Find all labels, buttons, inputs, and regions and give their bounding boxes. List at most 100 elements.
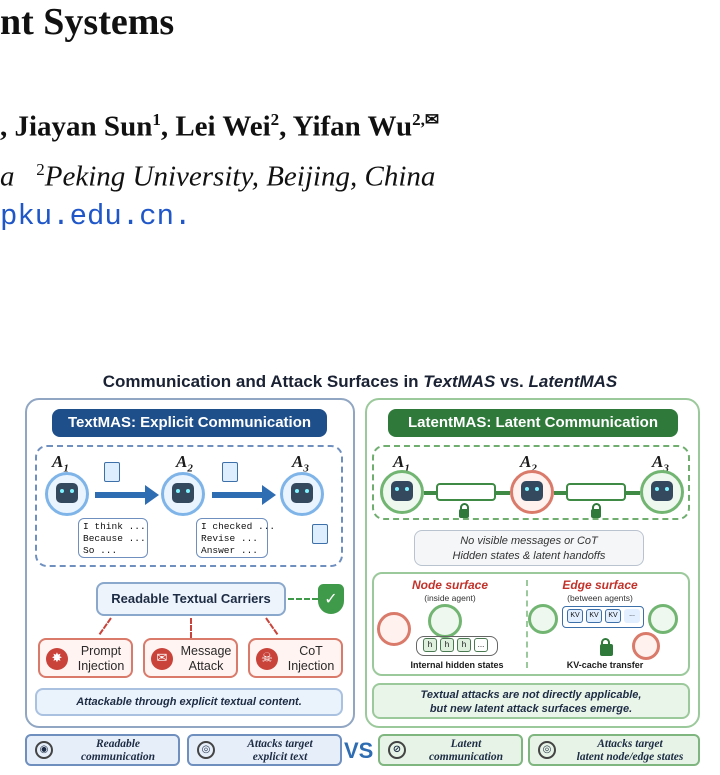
latent-link — [496, 491, 510, 495]
edge-caption: KV-cache transfer — [566, 660, 644, 670]
figure-title-mid: vs. — [495, 372, 529, 391]
footer-line: but new latent attack surfaces emerge. — [429, 703, 633, 715]
agent-note: I checked ... Revise ... Answer ... — [196, 518, 275, 558]
author-name: , Yifan Wu — [279, 110, 413, 143]
textmas-footer: Attackable through explicit textual cont… — [35, 688, 343, 716]
agent-letter: A — [393, 452, 405, 471]
agent-a2-avatar — [510, 470, 554, 514]
node-surface-sub: (inside agent) — [424, 593, 476, 603]
kv-token: KV — [605, 609, 621, 623]
affil-right: Peking University, Beijing, China — [44, 160, 436, 193]
vs-label: VS — [344, 738, 374, 763]
lock-icon — [459, 503, 469, 518]
legend-label: Readable communication — [80, 738, 156, 763]
attack-link — [190, 618, 192, 638]
agent-a1-avatar — [45, 472, 89, 516]
latentmas-panel — [365, 398, 700, 728]
legend-latent: ⊘ Latent communication — [378, 734, 523, 766]
agent-label: A1 — [52, 452, 69, 474]
agent-letter: A — [520, 452, 532, 471]
author-sup: 1 — [152, 110, 161, 129]
hidden-token: h — [457, 638, 471, 652]
node-agent-avatar — [428, 604, 462, 638]
robot-icon — [291, 483, 313, 503]
edge-surface-sub: (between agents) — [567, 593, 633, 603]
latent-link — [554, 491, 566, 495]
latent-surfaces-box — [372, 572, 690, 676]
agent-letter: A — [652, 452, 664, 471]
document-icon — [312, 524, 328, 544]
agent-label: A2 — [520, 452, 537, 474]
paper-email[interactable]: pku.edu.cn. — [0, 200, 192, 233]
agent-sub: 1 — [404, 462, 410, 475]
footer-line: Textual attacks are not directly applica… — [420, 689, 642, 701]
shield-link — [288, 598, 318, 600]
legend-label: Attacks target latent node/edge states — [576, 738, 684, 763]
hidden-token: h — [423, 638, 437, 652]
agent-label: A2 — [176, 452, 193, 474]
eye-slash-icon: ⊘ — [388, 741, 406, 759]
eye-icon: ◉ — [35, 741, 53, 759]
latentmas-header: LatentMAS: Latent Communication — [388, 409, 678, 437]
latent-handoff-box — [436, 483, 496, 501]
legend-label: Latent communication — [428, 738, 504, 763]
agent-sub: 3 — [303, 462, 309, 475]
robot-icon — [172, 483, 194, 503]
readable-carriers-box: Readable Textual Carriers — [96, 582, 286, 616]
legend-explicit: ◎ Attacks target explicit text — [187, 734, 342, 766]
latent-handoff-box — [566, 483, 626, 501]
target-icon: ◎ — [197, 741, 215, 759]
agent-sub: 1 — [63, 462, 69, 475]
agent-sub: 2 — [531, 462, 537, 475]
agent-label: A3 — [292, 452, 309, 474]
edge-surface-title: Edge surface — [562, 578, 638, 592]
agent-label: A1 — [393, 452, 410, 474]
message-icon: ✉ — [151, 648, 173, 670]
textmas-header: TextMAS: Explicit Communication — [52, 409, 327, 437]
agent-sub: 2 — [187, 462, 193, 475]
document-icon — [104, 462, 120, 482]
agent-a2-avatar — [161, 472, 205, 516]
agent-letter: A — [176, 452, 188, 471]
flow-arrow — [212, 485, 276, 505]
attacker-avatar — [377, 612, 411, 646]
agent-a1-avatar — [380, 470, 424, 514]
robot-icon — [391, 481, 413, 501]
lock-icon — [600, 638, 613, 656]
agent-letter: A — [52, 452, 64, 471]
attack-prompt-injection: ✸ Prompt Injection — [38, 638, 133, 678]
paper-authors: , Jiayan Sun1, Lei Wei2, Yifan Wu2,✉ — [0, 110, 439, 144]
paper-title: nt Systems — [0, 1, 175, 43]
shield-check-icon: ✓ — [318, 584, 344, 614]
no-visible-line: No visible messages or CoT — [460, 535, 598, 547]
target-icon: ◎ — [538, 741, 556, 759]
author-name: , Lei Wei — [160, 110, 271, 143]
figure-title: Communication and Attack Surfaces in Tex… — [0, 372, 720, 392]
author-name: , Jiayan Sun — [0, 110, 153, 143]
author-sup: 2,✉ — [412, 110, 440, 129]
latent-link — [626, 491, 640, 495]
figure-title-textmas: TextMAS — [423, 372, 496, 391]
surface-divider — [526, 580, 528, 668]
legend-label: Attacks target explicit text — [247, 738, 313, 763]
agent-label: A3 — [652, 452, 669, 474]
flow-arrow — [95, 485, 159, 505]
paper-affiliation: a 2Peking University, Beijing, China — [0, 160, 435, 194]
legend-readable: ◉ Readable communication — [25, 734, 180, 766]
agent-a3-avatar — [640, 470, 684, 514]
textmas-agent-box — [35, 445, 343, 567]
node-caption: Internal hidden states — [410, 660, 504, 670]
agent-note: I think ... Because ... So ... — [78, 518, 148, 558]
kv-token: KV — [567, 609, 583, 623]
kv-token: KV — [586, 609, 602, 623]
lock-icon — [591, 503, 601, 518]
hidden-states-strip: h h h ... — [416, 636, 498, 656]
no-visible-messages-box: No visible messages or CoT Hidden states… — [414, 530, 644, 566]
agent-letter: A — [292, 452, 304, 471]
attacker-avatar — [632, 632, 660, 660]
hidden-token: h — [440, 638, 454, 652]
edge-agent-avatar — [648, 604, 678, 634]
bug-icon: ✸ — [46, 648, 68, 670]
author-sup: 2 — [270, 110, 280, 129]
robot-icon — [651, 481, 673, 501]
